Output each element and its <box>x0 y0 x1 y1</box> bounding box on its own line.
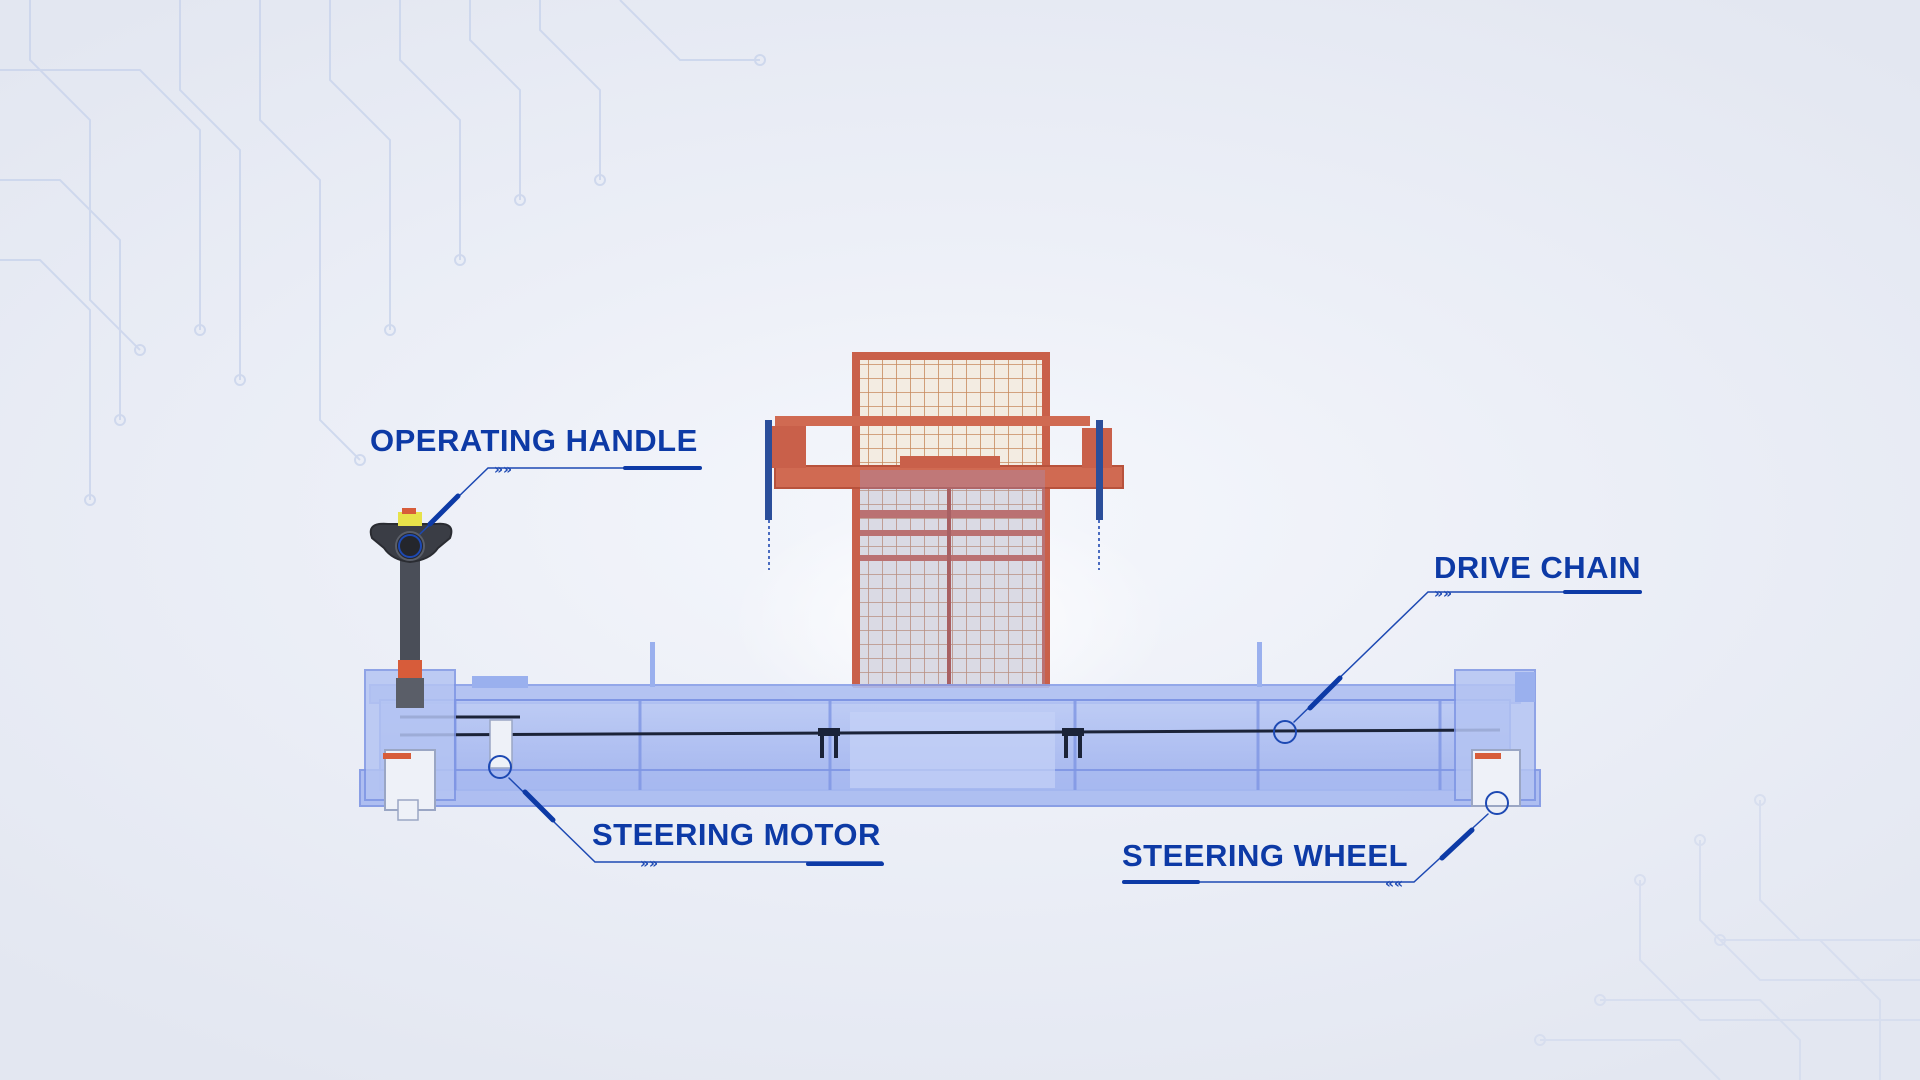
handle-base <box>396 678 424 708</box>
left-actuator-box <box>770 426 806 468</box>
callout-operating-handle: »» <box>398 462 702 558</box>
callout-lines: »» »» »» <box>398 462 1642 892</box>
label-operating-handle: OPERATING HANDLE <box>370 423 698 458</box>
mast-left-post <box>852 352 860 687</box>
left-top-block <box>472 676 528 688</box>
chassis-center-panel <box>850 712 1055 788</box>
circuit-background-decoration-right <box>1534 794 1920 1080</box>
svg-text:»»: »» <box>1434 586 1452 602</box>
handle-red-collar <box>398 660 422 680</box>
right-wheel-housing <box>1471 749 1521 807</box>
handle-shaft <box>400 548 420 668</box>
chain-tensioner-left <box>818 728 840 758</box>
svg-text:»»: »» <box>494 462 512 478</box>
label-drive-chain: DRIVE CHAIN <box>1434 550 1642 585</box>
callout-drive-chain: »» <box>1273 586 1642 744</box>
right-wheel-red <box>1475 753 1501 759</box>
left-wheel-post <box>397 799 419 821</box>
chassis-assembly <box>359 642 1541 821</box>
handle-top-yellow <box>398 512 422 526</box>
right-post-marker <box>1257 642 1262 687</box>
label-steering-motor: STEERING MOTOR <box>592 817 881 852</box>
mast-assembly <box>765 352 1124 688</box>
callout-steering-wheel: «« <box>1122 791 1509 892</box>
right-end-cap <box>1515 672 1535 702</box>
circuit-background-decoration <box>0 0 766 506</box>
handle-hub <box>395 531 425 561</box>
chain-tensioner-right <box>1062 728 1084 758</box>
left-post-marker <box>650 642 655 687</box>
svg-text:««: «« <box>1385 876 1403 892</box>
upper-crossbar <box>775 416 1090 426</box>
mast-inner-frame <box>860 470 1045 685</box>
mast-right-post <box>1042 352 1050 687</box>
right-cylinder <box>1096 420 1103 520</box>
label-steering-wheel: STEERING WHEEL <box>1122 838 1409 873</box>
mast-top-beam <box>852 352 1050 360</box>
carriage-block <box>900 456 1000 468</box>
left-wheel-red <box>383 753 411 759</box>
left-cylinder <box>765 420 772 520</box>
handle-top-red <box>402 508 416 514</box>
callout-steering-motor: »» <box>488 755 884 872</box>
mast-center-rod <box>947 470 951 685</box>
operating-handle-assembly <box>369 508 453 708</box>
svg-text:»»: »» <box>640 856 658 872</box>
drive-chain-line <box>399 728 1501 737</box>
